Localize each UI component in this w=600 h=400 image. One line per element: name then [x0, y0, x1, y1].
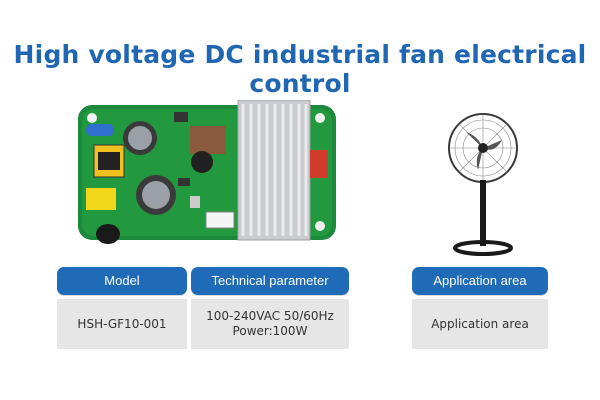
param-power: Power:100W: [232, 324, 308, 338]
industrial-fan-image: [448, 113, 518, 256]
model-value: HSH-GF10-001: [57, 299, 187, 349]
model-text: HSH-GF10-001: [77, 316, 167, 331]
technical-parameter-header: Technical parameter: [191, 267, 349, 295]
model-header: Model: [57, 267, 187, 295]
application-area-value: Application area: [412, 299, 548, 349]
page-title: High voltage DC industrial fan electrica…: [13, 40, 587, 98]
application-area-text: Application area: [431, 316, 529, 331]
spec-table: Model Technical parameter HSH-GF10-001 1…: [57, 267, 349, 349]
application-area-header: Application area: [412, 267, 548, 295]
pcb-board-image: [78, 100, 336, 244]
param-voltage: 100-240VAC 50/60Hz: [206, 309, 334, 323]
application-table: Application area Application area: [412, 267, 548, 349]
technical-parameter-value: 100-240VAC 50/60Hz Power:100W: [191, 299, 349, 349]
